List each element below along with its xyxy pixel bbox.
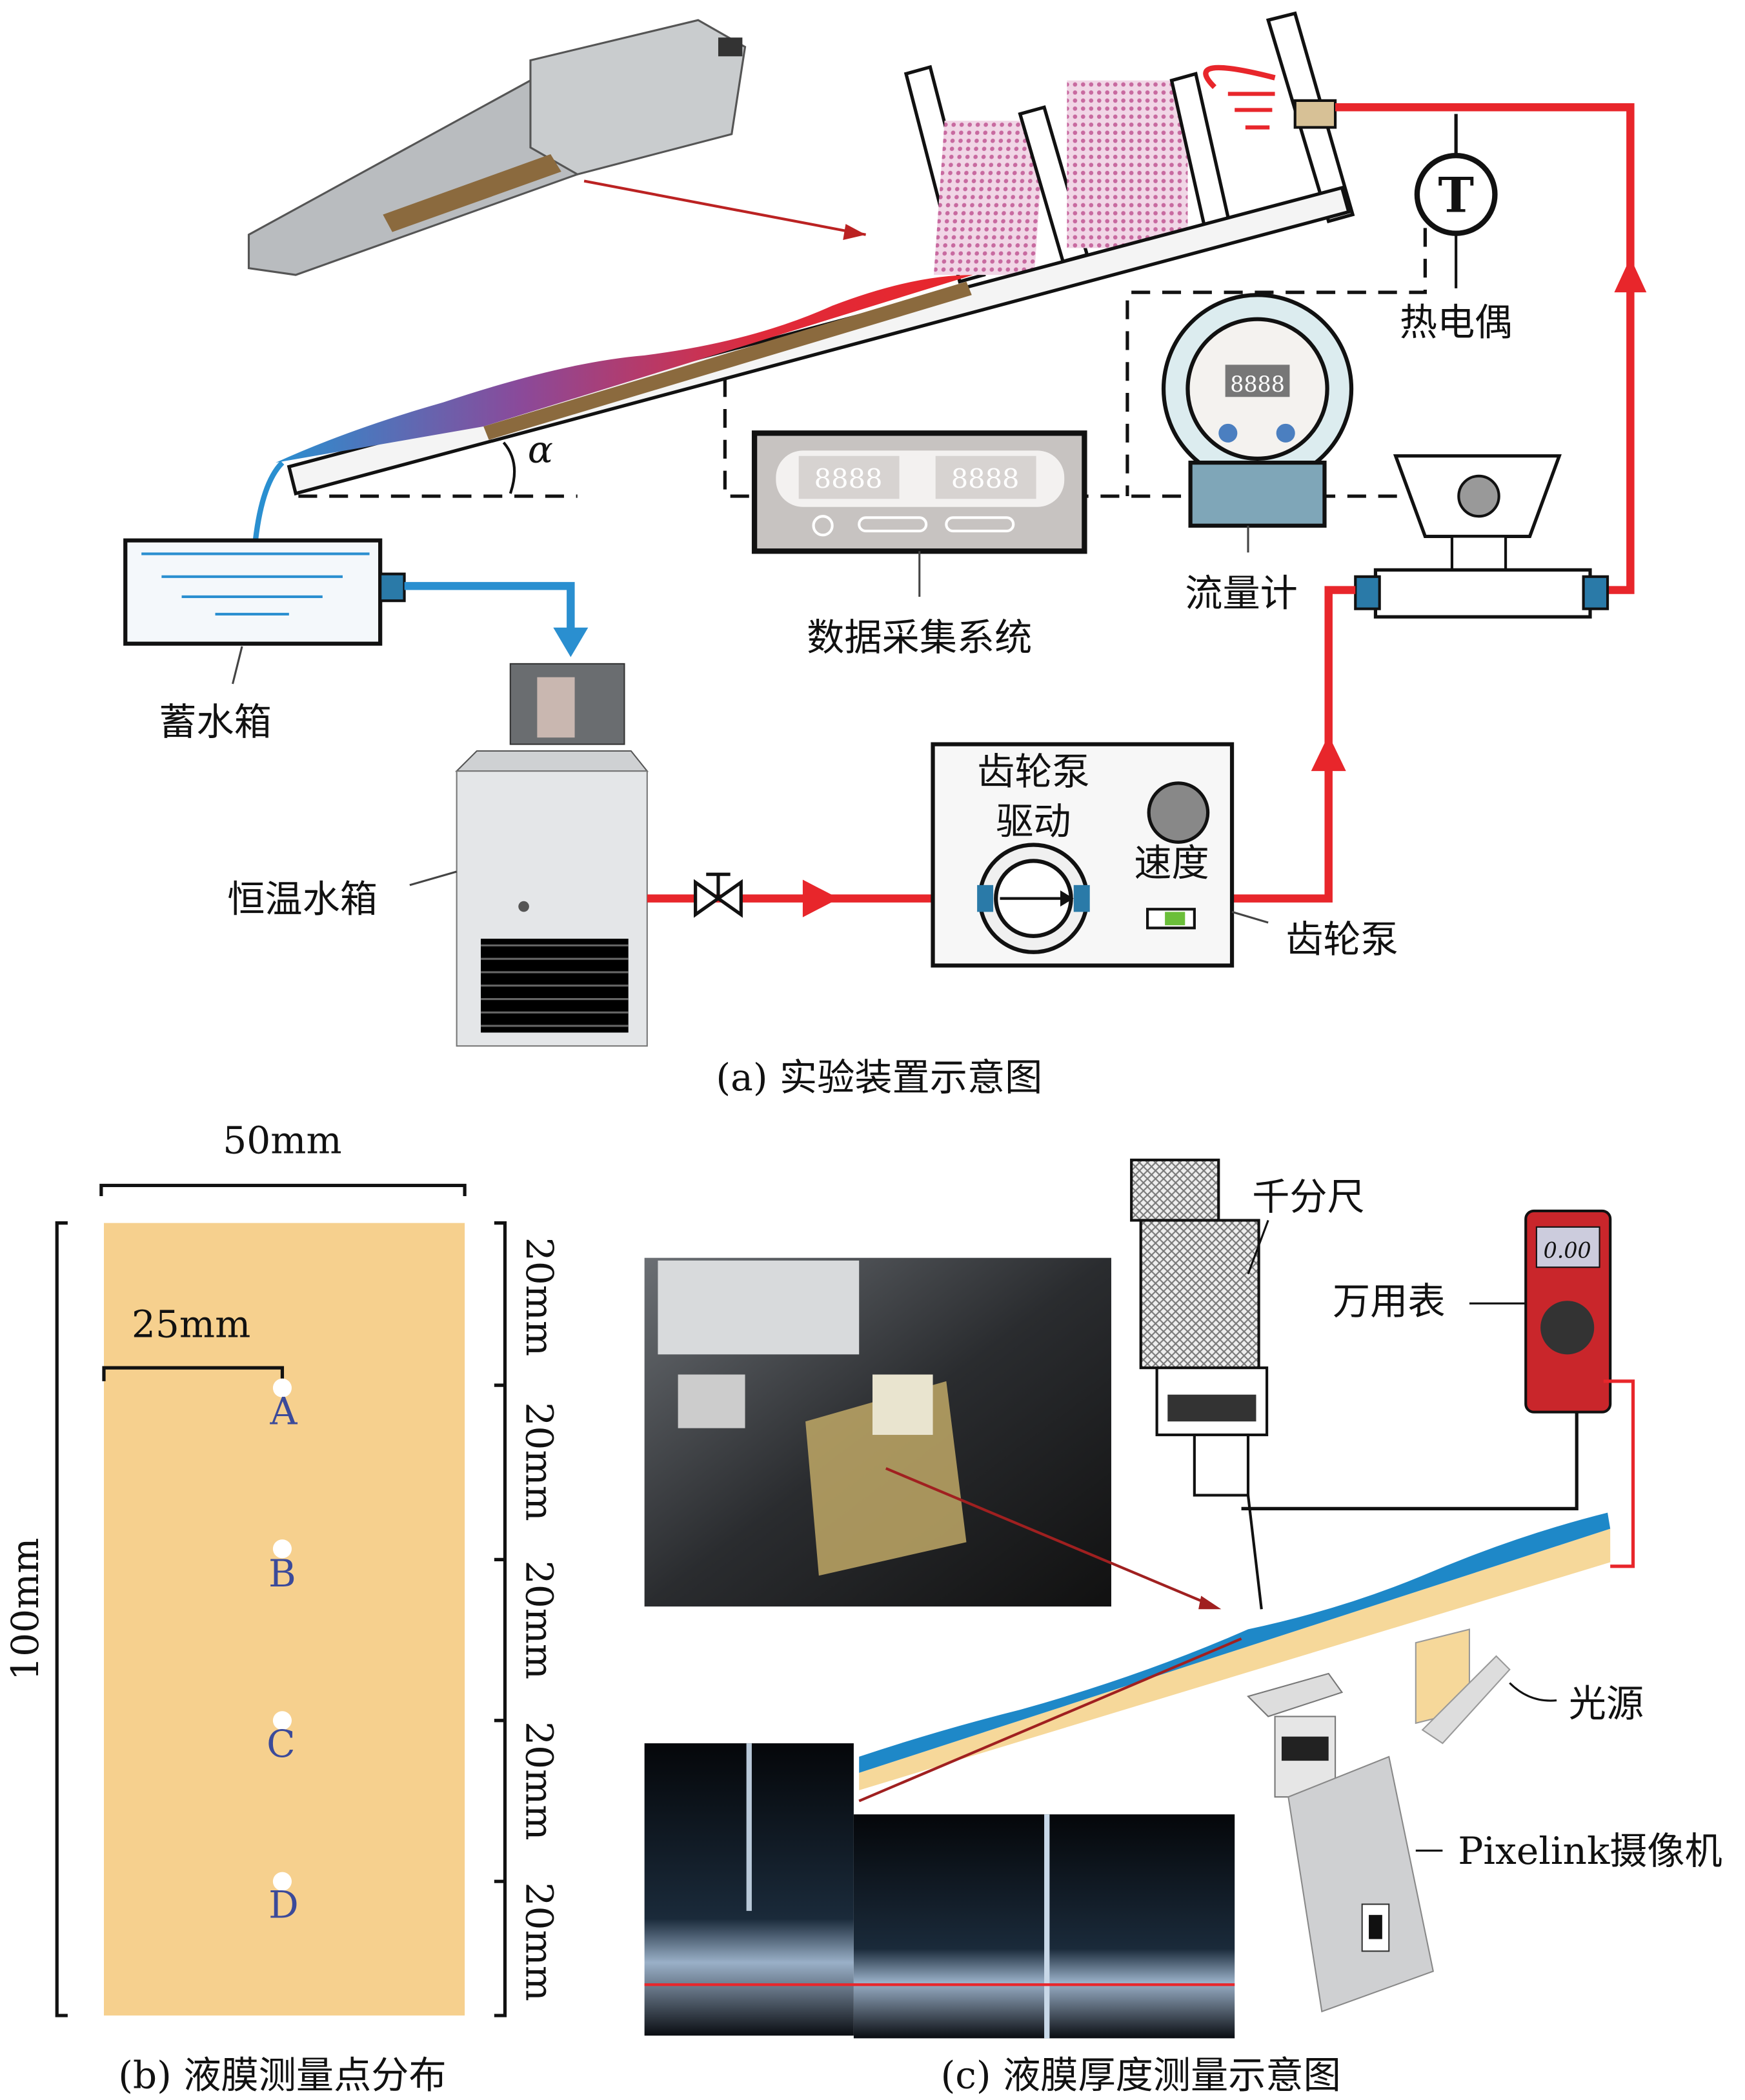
signal-lines <box>298 228 1469 498</box>
thermocouple-label: 热电偶 <box>1400 301 1513 345</box>
valve-icon[interactable] <box>694 872 743 918</box>
pump-drive-label-1: 齿轮泵 <box>977 750 1090 794</box>
flow-sensor <box>1354 454 1609 619</box>
inlet-tank <box>903 11 1355 284</box>
daq-display-2: 8888 <box>951 463 1020 495</box>
light-source-label: 光源 <box>1569 1682 1644 1726</box>
data-acquisition-system: 8888 8888 数据采集系统 <box>751 430 1087 659</box>
panel-b: 50mm 100mm 20mm 20mm 20mm 20mm 20mm 25mm… <box>3 1119 561 2097</box>
point-label: B <box>268 1552 296 1595</box>
thermocouple: T 热电偶 <box>1400 114 1513 345</box>
pump-drive-label-2: 驱动 <box>996 799 1071 843</box>
film-images <box>644 1743 1235 2039</box>
measurement-point-b[interactable]: B <box>268 1539 296 1595</box>
multimeter: 0.00 万用表 <box>1333 1209 1635 1568</box>
speed-label[interactable]: 速度 <box>1134 841 1209 885</box>
segment-label: 20mm <box>518 1402 561 1521</box>
hot-water-line <box>1335 103 1647 594</box>
panel-a-caption: (a) 实验装置示意图 <box>716 1055 1042 1099</box>
micrometer: 千分尺 <box>1130 1158 1579 1610</box>
segment-label: 20mm <box>518 1561 561 1679</box>
segment-label: 20mm <box>518 1237 561 1356</box>
segment-label: 20mm <box>518 1721 561 1840</box>
camera: Pixelink摄像机 <box>1247 1672 1722 2013</box>
micrometer-label: 千分尺 <box>1252 1175 1365 1219</box>
inclined-plate: α <box>252 185 1351 541</box>
light-source: 光源 <box>1415 1628 1644 1745</box>
flowmeter-display: 8888 <box>1230 372 1285 397</box>
thermostatic-water-tank: 恒温水箱 <box>227 663 649 1047</box>
thermocouple-symbol: T <box>1438 166 1474 223</box>
multimeter-label: 万用表 <box>1333 1279 1446 1323</box>
flowmeter: 8888 流量计 <box>1161 293 1354 615</box>
camera-label: Pixelink摄像机 <box>1458 1829 1722 1873</box>
apparatus-photo <box>644 1257 1111 1607</box>
panel-c-caption: (c) 液膜厚度测量示意图 <box>941 2053 1341 2097</box>
panel-c: 千分尺 0.00 万用表 光源 Pixelink摄像机 <box>644 1158 1722 2097</box>
gear-pump-label: 齿轮泵 <box>1286 917 1398 961</box>
daq-display-1: 8888 <box>814 463 883 495</box>
reservoir-label: 蓄水箱 <box>159 700 272 744</box>
measurement-point-a[interactable]: A <box>270 1378 298 1434</box>
point-label: A <box>270 1389 298 1433</box>
flowmeter-label: 流量计 <box>1185 572 1298 615</box>
gear-pump-drive: 齿轮泵 驱动 速度 齿轮泵 <box>931 742 1398 968</box>
point-label: D <box>268 1883 299 1926</box>
panel-a: α T 热电偶 8888 8888 <box>123 11 1647 1099</box>
segment-label: 20mm <box>518 1883 561 2001</box>
measurement-point-c[interactable]: C <box>267 1711 296 1766</box>
offset-label: 25mm <box>132 1302 250 1346</box>
height-label: 100mm <box>3 1538 47 1681</box>
film-plate-section <box>858 1512 1611 1803</box>
reservoir: 蓄水箱 <box>123 538 589 744</box>
thermostat-tank-label: 恒温水箱 <box>227 877 378 921</box>
angle-label: α <box>528 428 553 472</box>
multimeter-display: 0.00 <box>1544 1238 1591 1263</box>
test-section-3d-inset <box>247 19 866 276</box>
measurement-point-d[interactable]: D <box>268 1872 299 1927</box>
daq-label: 数据采集系统 <box>807 615 1032 659</box>
width-label: 50mm <box>223 1119 341 1163</box>
point-label: C <box>267 1722 296 1766</box>
panel-b-caption: (b) 液膜测量点分布 <box>118 2053 446 2097</box>
